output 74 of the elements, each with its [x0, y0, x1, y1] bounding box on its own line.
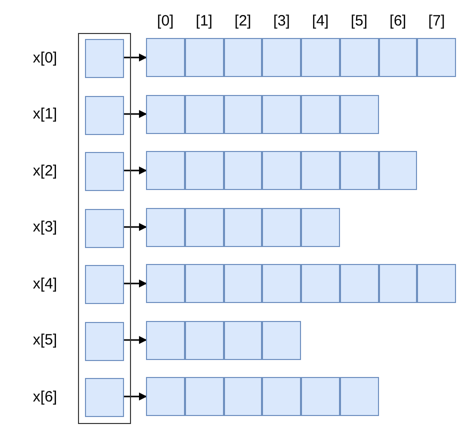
array-cell [184, 38, 224, 77]
row-label: x[6] [32, 388, 58, 405]
array-cell [184, 151, 224, 190]
column-index: [7] [428, 12, 445, 30]
array-cell [301, 38, 340, 77]
pointer-cell [85, 39, 124, 78]
array-cell [224, 377, 262, 416]
array-cell [301, 264, 340, 303]
array-cell [417, 264, 456, 303]
array-cell [301, 208, 340, 246]
column-index: [1] [196, 12, 212, 30]
column-index: [3] [273, 12, 290, 30]
array-cell [184, 208, 224, 246]
array-cell [262, 264, 301, 303]
arrow [124, 166, 147, 174]
pointer-cell [85, 378, 124, 417]
array-cell [340, 94, 378, 134]
array-cell [262, 208, 301, 246]
array-cell [417, 38, 456, 77]
array-cell [146, 264, 185, 303]
arrow [124, 54, 147, 62]
array-cell [224, 151, 262, 190]
array-cell [224, 208, 262, 246]
row-label: x[4] [32, 275, 58, 292]
pointer-cell [85, 152, 124, 191]
array-cell [146, 320, 185, 360]
array-cell [146, 38, 185, 77]
array-cell [184, 320, 224, 360]
array-cell [224, 94, 262, 134]
array-cell [378, 264, 418, 303]
array-cell [301, 151, 340, 190]
arrow [124, 110, 147, 118]
arrow [124, 223, 147, 231]
array-cell [340, 264, 378, 303]
array-cell [301, 377, 340, 416]
arrow [124, 336, 147, 344]
pointer-array-box [78, 33, 131, 424]
array-cell [378, 151, 418, 190]
array-cell [146, 151, 185, 190]
column-index: [6] [390, 12, 406, 30]
arrow [124, 280, 147, 288]
arrow [124, 392, 147, 400]
array-cell [262, 320, 301, 360]
array-cell [262, 94, 301, 134]
column-index: [5] [350, 12, 368, 30]
array-cell [184, 264, 224, 303]
column-index: [2] [234, 12, 252, 30]
pointer-cell [85, 208, 124, 248]
array-cell [184, 94, 224, 134]
row-label: x[0] [32, 49, 58, 66]
array-cell [340, 151, 378, 190]
array-cell [340, 38, 378, 77]
row-label: x[3] [32, 218, 58, 236]
row-label: x[1] [32, 106, 58, 122]
array-cell [224, 38, 262, 77]
array-cell [262, 38, 301, 77]
array-cell [262, 151, 301, 190]
array-cell [146, 94, 185, 134]
row-label: x[5] [32, 332, 58, 348]
column-index: [0] [157, 12, 174, 30]
array-cell [184, 377, 224, 416]
array-cell [340, 377, 378, 416]
array-cell [224, 320, 262, 360]
array-cell [146, 377, 185, 416]
array-cell [146, 208, 185, 246]
array-cell [262, 377, 301, 416]
pointer-cell [85, 96, 124, 134]
column-index: [4] [312, 12, 329, 30]
row-label: x[2] [32, 162, 58, 179]
pointer-cell [85, 265, 124, 304]
pointer-cell [85, 322, 124, 360]
array-cell [224, 264, 262, 303]
array-cell [378, 38, 418, 77]
array-cell [301, 94, 340, 134]
